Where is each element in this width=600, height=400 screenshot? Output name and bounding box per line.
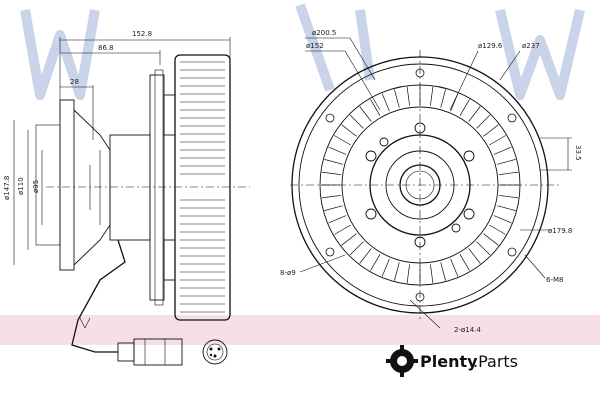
fin-line [468, 106, 481, 122]
fin-line [406, 264, 410, 284]
fin-body [174, 54, 231, 321]
fin-line [430, 264, 434, 284]
fin-line [489, 135, 506, 146]
fin-line [468, 248, 481, 264]
fin-line [349, 114, 364, 129]
fin-line [370, 99, 381, 116]
sensor-cable [71, 239, 126, 353]
dim-8d9: 8-ø9 [280, 269, 296, 277]
fin-line [450, 258, 459, 277]
fin-line [497, 159, 516, 165]
dim-d129: ø129.6 [478, 42, 503, 50]
fin-line [459, 254, 470, 271]
fin-line [370, 254, 381, 271]
fin-line [321, 195, 341, 199]
fin-line [394, 89, 400, 108]
dim-33: 33.5 [574, 145, 582, 161]
brand-logo [386, 345, 418, 377]
fin-line [328, 215, 347, 224]
dim-flange-length: 28 [70, 78, 79, 86]
fin-lines [180, 61, 225, 313]
fin-line [489, 224, 506, 235]
flange-plate [59, 99, 75, 271]
side-view: 152.8 86.8 28 ø147.8 ø110 ø95 [3, 30, 250, 366]
fin-line [324, 205, 343, 211]
dim-d179: ø179.8 [548, 227, 572, 235]
watermark-letters [20, 3, 585, 100]
fin-line [334, 224, 351, 235]
fin-line [359, 248, 372, 264]
front-view: ø200.5 ø152 ø129.6 ø237 ø179.8 6-M8 8-ø9… [280, 29, 582, 334]
brand-suffix: .Parts [473, 352, 518, 371]
fin-line [349, 241, 364, 256]
brand-name: Plenty [420, 352, 478, 371]
dim-6m8: 6-M8 [546, 276, 563, 284]
fin-line [381, 258, 390, 277]
fin-line [430, 86, 434, 106]
dim-2d14: 2-ø14.4 [454, 326, 481, 334]
connector-face [202, 339, 228, 365]
fin-line [334, 135, 351, 146]
connector-sleeve [117, 342, 135, 362]
fin-line [341, 233, 357, 246]
dim-d200: ø200.5 [312, 29, 336, 37]
fin-line [328, 146, 347, 155]
dim-d237: ø237 [522, 42, 540, 50]
fin-line [483, 233, 499, 246]
fin-line [394, 262, 400, 281]
fin-line [497, 205, 516, 211]
fin-line [459, 99, 470, 116]
watermark-band [0, 315, 600, 345]
drive-plate [149, 74, 165, 301]
fin-line [324, 159, 343, 165]
fin-line [341, 124, 357, 137]
fin-line [321, 171, 341, 175]
dim-mid-length: 86.8 [98, 44, 114, 52]
fin-line [476, 241, 491, 256]
fin-line [440, 89, 446, 108]
fin-line [440, 262, 446, 281]
fin-line [493, 215, 512, 224]
fin-line [359, 106, 372, 122]
fin-line [493, 146, 512, 155]
hub-cone [73, 109, 111, 266]
dim-dia-147: ø147.8 [3, 176, 11, 200]
dim-dia-110: ø110 [17, 177, 25, 195]
fin-line [476, 114, 491, 129]
connector-body [133, 338, 183, 366]
fin-line [406, 86, 410, 106]
fin-line [499, 171, 519, 175]
dim-overall-length: 152.8 [132, 30, 152, 38]
fin-line [499, 195, 519, 199]
hub-body [109, 134, 151, 241]
fin-line [381, 93, 390, 112]
fin-line [483, 124, 499, 137]
dim-d152: ø152 [306, 42, 324, 50]
